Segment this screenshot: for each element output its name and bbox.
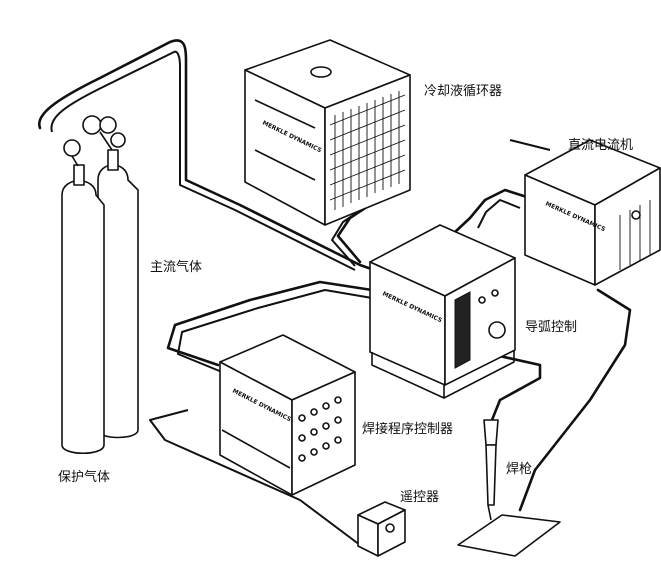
- cylinder-valve-front: [73, 164, 85, 186]
- torch-handle-top: [483, 419, 499, 446]
- coolant-circulator: MERKLE DYNAMICS: [244, 39, 411, 226]
- regulator-gauge-1: [63, 139, 81, 157]
- dc-side: [594, 167, 661, 286]
- welding-torch: [457, 419, 561, 557]
- label-shield-gas: 保护气体: [58, 470, 111, 485]
- arc-knob-2: [491, 289, 499, 297]
- dc-return-cable: [518, 288, 632, 512]
- shield-gas-cylinders: [61, 115, 139, 455]
- label-coolant-circulator: 冷却液循环器: [424, 84, 503, 99]
- remote-side: [377, 509, 406, 557]
- gas-hose-2: [50, 50, 356, 271]
- arc-knob-1: [478, 296, 486, 304]
- torch-cable: [490, 353, 542, 422]
- dc-input-lead: [509, 139, 551, 151]
- arc-control-unit: MERKLE DYNAMICS: [369, 224, 516, 399]
- workpiece: [457, 514, 561, 557]
- label-program-controller: 焊接程序控制器: [362, 422, 454, 437]
- dc-knob: [631, 210, 641, 220]
- pc-front-line: [221, 429, 291, 469]
- torch-tip: [487, 504, 492, 521]
- cylinder-valve-back: [107, 149, 119, 171]
- label-main-gas: 主流气体: [150, 260, 203, 275]
- control-cable-1: [166, 280, 374, 367]
- dc-power-source: MERKLE DYNAMICS: [524, 139, 661, 286]
- label-remote: 遥控器: [400, 490, 440, 505]
- arc-base: [371, 350, 515, 399]
- cylinder-front: [61, 180, 105, 455]
- pc-dials: [298, 396, 342, 462]
- label-dc-power: 直流电流机: [568, 138, 634, 153]
- regulator-gauge-4: [110, 132, 126, 148]
- label-torch: 焊枪: [506, 462, 533, 477]
- cooler-grille: [329, 91, 406, 210]
- arc-panel-dark: [454, 291, 471, 369]
- cooler-side: [324, 74, 411, 226]
- dc-cable-1: [453, 188, 532, 234]
- label-arc-control: 导弧控制: [525, 320, 578, 335]
- regulator-stems: [71, 131, 113, 167]
- control-cable-2: [177, 289, 373, 373]
- hose-network: [37, 39, 632, 549]
- arc-connector: [488, 321, 506, 339]
- remote-knob: [385, 523, 395, 533]
- regulator-gauge-3: [99, 116, 117, 134]
- dc-vents: [619, 200, 651, 270]
- torch-body: [485, 444, 497, 506]
- gas-hose-1: [37, 39, 382, 274]
- cooler-cap: [310, 66, 332, 78]
- cooler-front-lines: [254, 99, 316, 181]
- regulator-gauge-2: [82, 115, 102, 135]
- dc-cable-2: [477, 199, 521, 229]
- remote-controller: [357, 501, 406, 557]
- program-controller: MERKLE DYNAMICS: [219, 334, 356, 496]
